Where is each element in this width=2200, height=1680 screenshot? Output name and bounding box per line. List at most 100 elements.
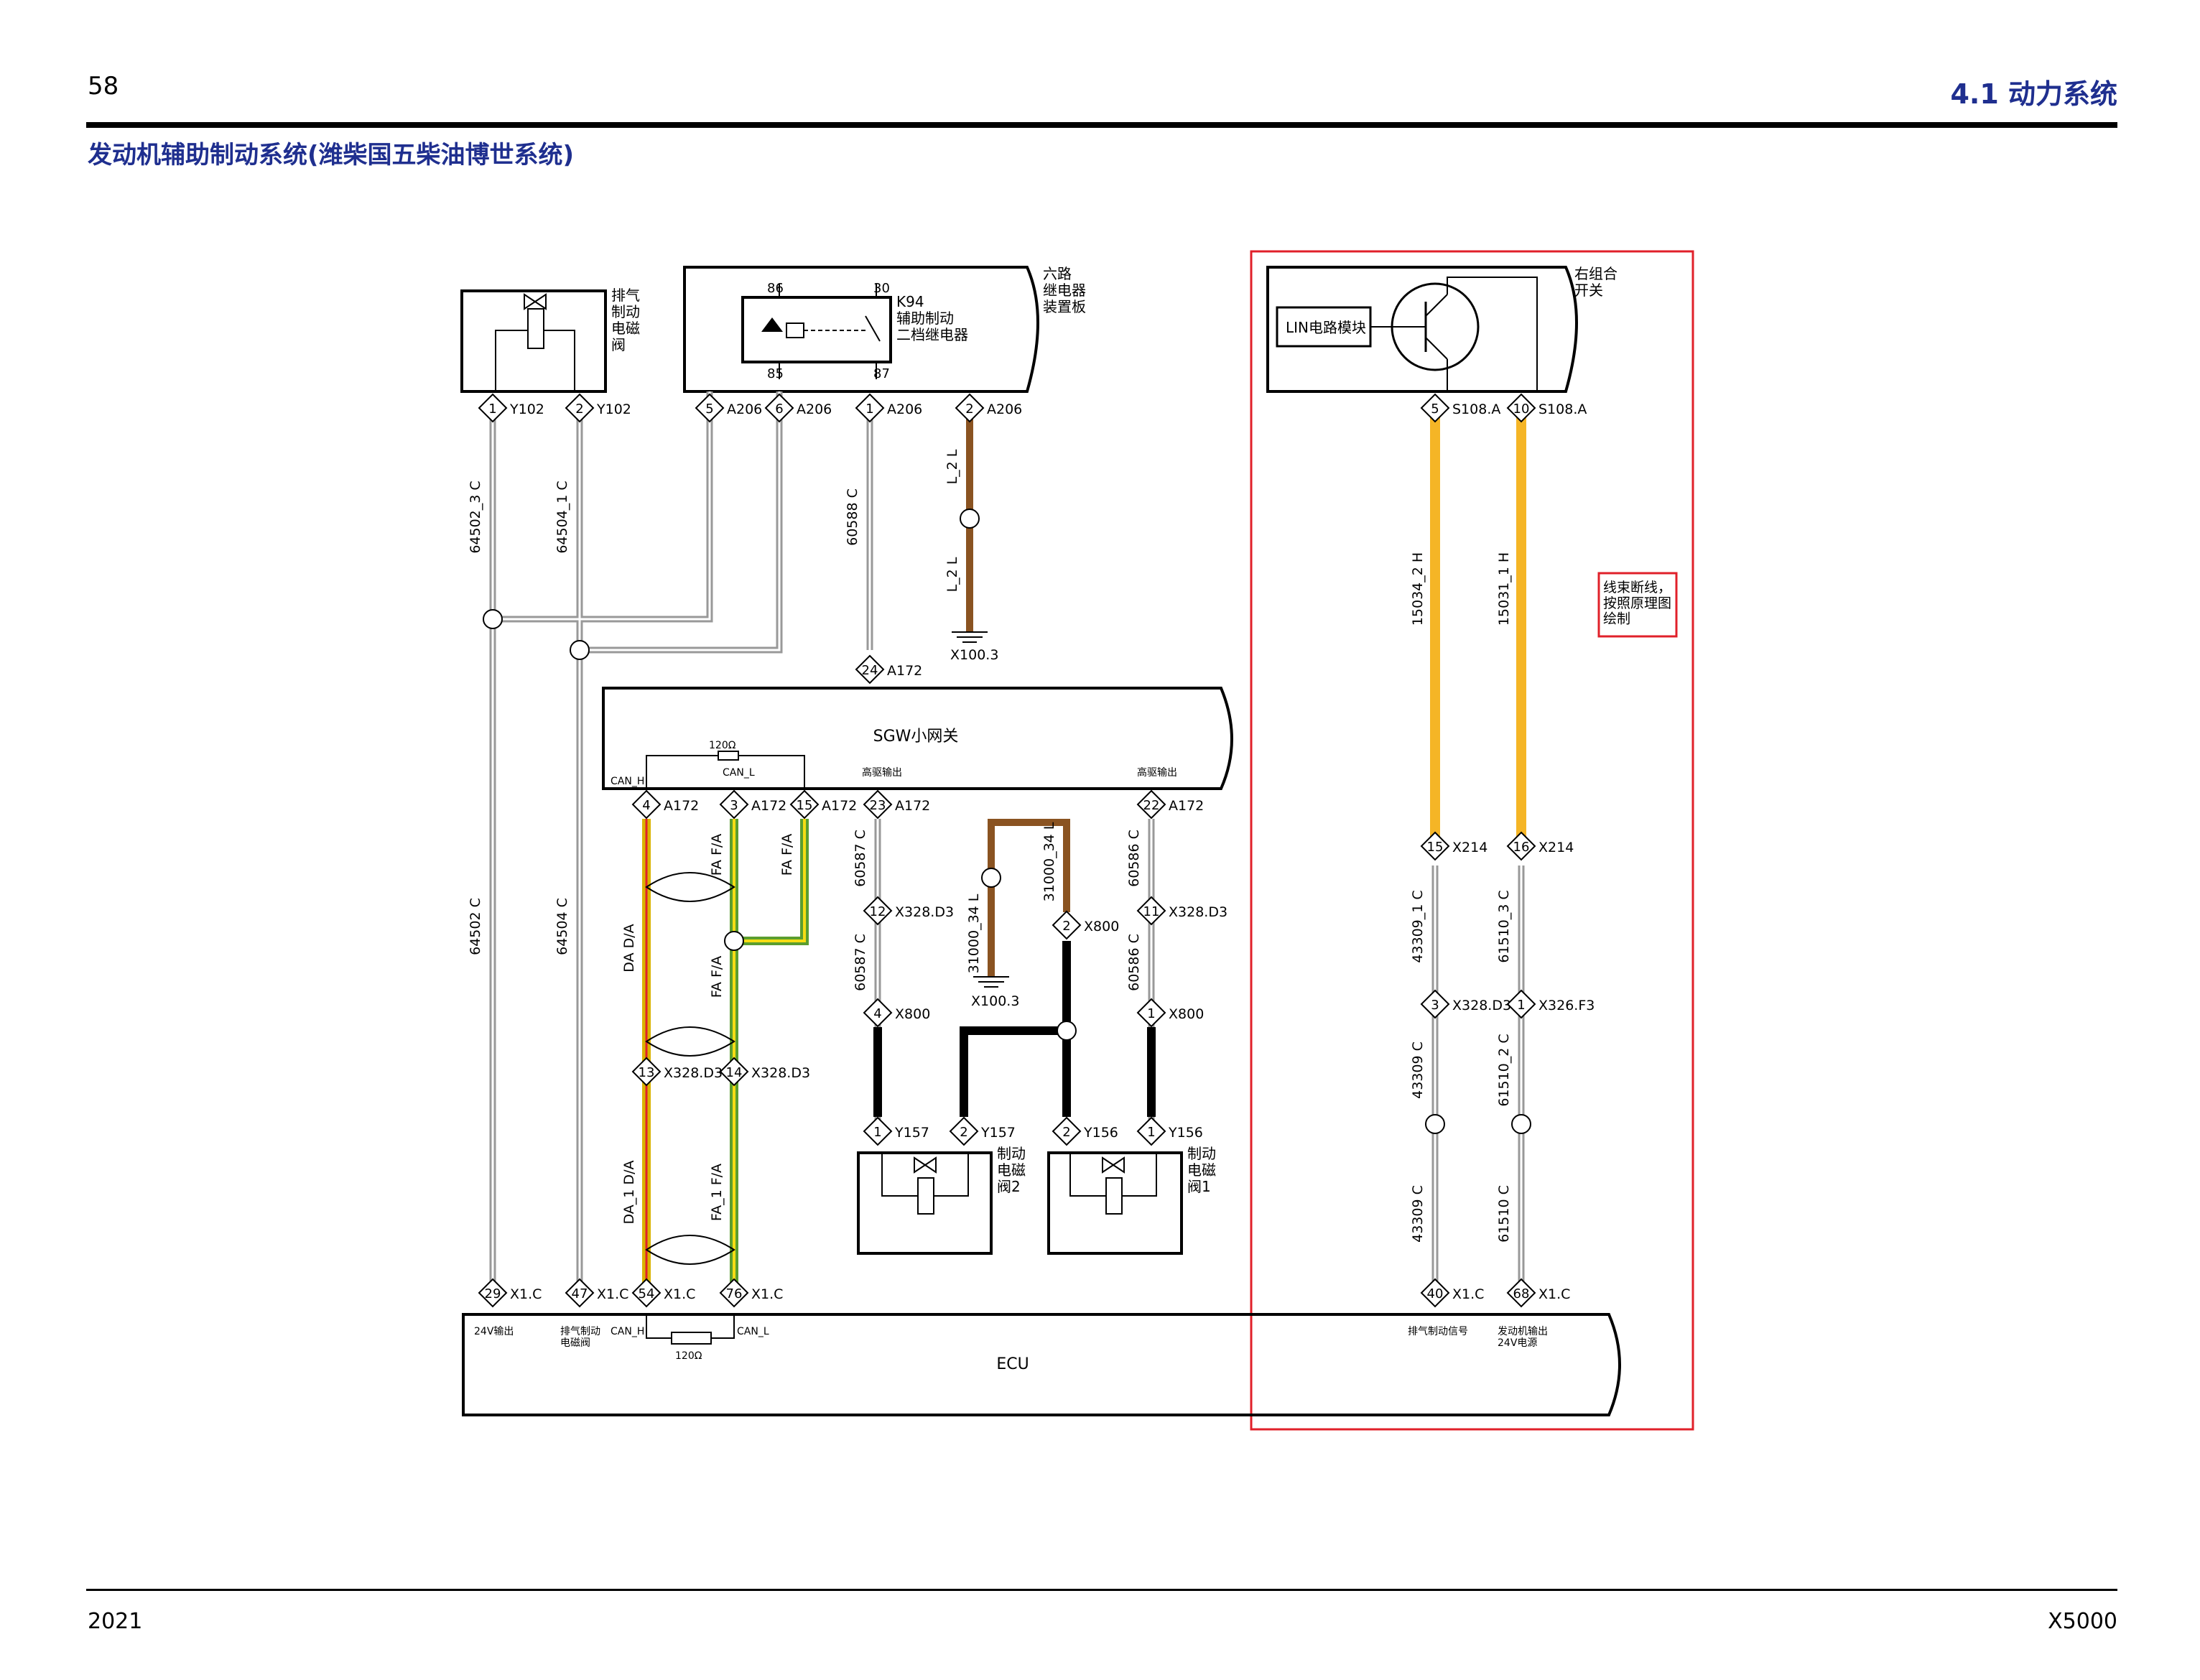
svg-text:A172: A172 <box>895 798 930 814</box>
pin-a172-23: 23 A172 <box>863 789 930 820</box>
wire-label-wFA2: FA F/A <box>779 834 795 876</box>
svg-text:X328.D3: X328.D3 <box>895 904 954 920</box>
sgw-resistor: 120Ω <box>709 740 736 751</box>
wire-label-w60586a: 60586 C <box>1126 830 1142 887</box>
wire-label-w60586b: 60586 C <box>1126 934 1142 991</box>
relay-pin-30: 30 <box>873 281 890 296</box>
sgw-gateway: SGW小网关 120Ω CAN_H CAN_L 高驱输出 高驱输出 <box>602 687 1233 790</box>
svg-text:2: 2 <box>1062 1125 1070 1140</box>
svg-text:Y102: Y102 <box>509 402 544 417</box>
sgw-can-h: CAN_H <box>611 776 644 787</box>
ecu-box: ECU 120Ω CAN_H CAN_L 24V输出 排气制动电磁阀 排气制动信… <box>462 1313 1621 1416</box>
svg-text:A206: A206 <box>727 402 762 417</box>
exhaust-valve-label: 排气制动电磁阀 <box>611 287 640 353</box>
wire-label-w61510_3: 61510_3 C <box>1496 890 1512 962</box>
svg-text:X1.C: X1.C <box>597 1286 628 1302</box>
svg-text:X328.D3: X328.D3 <box>1169 904 1227 920</box>
svg-text:A206: A206 <box>887 402 922 417</box>
svg-text:X800: X800 <box>895 1006 930 1022</box>
wire-label-wFA3: FA F/A <box>709 956 725 998</box>
wire-label-w15031: 15031_1 H <box>1496 552 1512 626</box>
relay-pin-85: 85 <box>767 366 784 381</box>
wire-label-w60587b: 60587 C <box>853 934 868 991</box>
brake-valve-1-label: 制动电磁阀1 <box>1187 1145 1216 1195</box>
svg-text:40: 40 <box>1427 1286 1444 1301</box>
sgw-hs-out-1: 高驱输出 <box>862 766 902 779</box>
relay-pin-87: 87 <box>873 366 890 381</box>
svg-text:5: 5 <box>705 402 713 417</box>
footer-rule <box>86 1589 2117 1591</box>
svg-text:A172: A172 <box>822 798 857 814</box>
footer-year: 2021 <box>88 1609 143 1634</box>
wire-label-w60587a: 60587 C <box>853 830 868 887</box>
svg-text:15: 15 <box>797 798 813 813</box>
svg-text:X1.C: X1.C <box>1452 1286 1484 1302</box>
svg-text:23: 23 <box>870 798 886 813</box>
wire-label-w60588: 60588 C <box>845 488 860 546</box>
svg-text:X328.D3: X328.D3 <box>1452 998 1511 1013</box>
ecu-label: ECU <box>996 1355 1029 1373</box>
svg-text:22: 22 <box>1143 798 1160 813</box>
svg-text:2: 2 <box>575 402 583 417</box>
pin-s108-a-10: 10 S108.A <box>1506 393 1587 423</box>
pin-a206-6: 6 A206 <box>764 393 832 423</box>
svg-text:A172: A172 <box>887 663 922 679</box>
footer-model: X5000 <box>2048 1609 2117 1634</box>
svg-text:3: 3 <box>730 798 738 813</box>
ecu-24v-out: 24V输出 <box>474 1326 514 1337</box>
wires-orange <box>1430 417 1526 837</box>
note-box <box>1597 572 1678 638</box>
svg-text:4: 4 <box>873 1006 881 1021</box>
ground-label-2: X100.3 <box>971 993 1019 1009</box>
svg-text:A206: A206 <box>797 402 832 417</box>
can-twist-markers <box>645 872 735 1265</box>
svg-text:X328.D3: X328.D3 <box>664 1065 723 1081</box>
wire-label-w31000b: 31000_34 L <box>1041 822 1057 901</box>
wire-label-w43309a: 43309 C <box>1410 1041 1426 1099</box>
relay-pin-86: 86 <box>767 281 784 296</box>
svg-text:A172: A172 <box>751 798 786 814</box>
wires-can <box>642 819 809 1289</box>
disconnect-note: 线束断线，按照原理图绘制 <box>1603 580 1671 627</box>
svg-text:10: 10 <box>1513 402 1530 417</box>
svg-text:X214: X214 <box>1452 840 1487 855</box>
pin-a206-5: 5 A206 <box>695 393 762 423</box>
wire-label-w43309b: 43309 C <box>1410 1185 1426 1243</box>
svg-text:5: 5 <box>1431 402 1439 417</box>
wire-label-w31000a: 31000_34 L <box>966 894 982 973</box>
svg-text:A206: A206 <box>987 402 1022 417</box>
pin-a172-15: 15 A172 <box>789 789 857 820</box>
ecu-exhaust-valve: 排气制动电磁阀 <box>560 1326 600 1349</box>
svg-text:6: 6 <box>775 402 783 417</box>
svg-text:X1.C: X1.C <box>510 1286 542 1302</box>
wire-label-w61510_2: 61510_2 C <box>1496 1034 1512 1106</box>
svg-text:Y157: Y157 <box>894 1125 929 1141</box>
svg-text:S108.A: S108.A <box>1538 402 1587 417</box>
pin-x1-c-40: 40 X1.C <box>1420 1278 1484 1308</box>
svg-text:3: 3 <box>1431 998 1439 1013</box>
lin-module-label: LIN电路模块 <box>1286 319 1366 336</box>
svg-text:2: 2 <box>960 1125 967 1140</box>
wire-label-w64504c: 64504 C <box>554 898 570 955</box>
svg-text:12: 12 <box>870 904 886 919</box>
ecu-can-l: CAN_L <box>737 1326 769 1337</box>
wires-gray-core <box>491 391 1523 1289</box>
relay-board-label: 六路继电器装置板 <box>1043 265 1086 315</box>
svg-text:X328.D3: X328.D3 <box>751 1065 810 1081</box>
header-rule <box>86 122 2117 128</box>
svg-text:47: 47 <box>572 1286 588 1301</box>
ground-label-1: X100.3 <box>950 647 998 663</box>
